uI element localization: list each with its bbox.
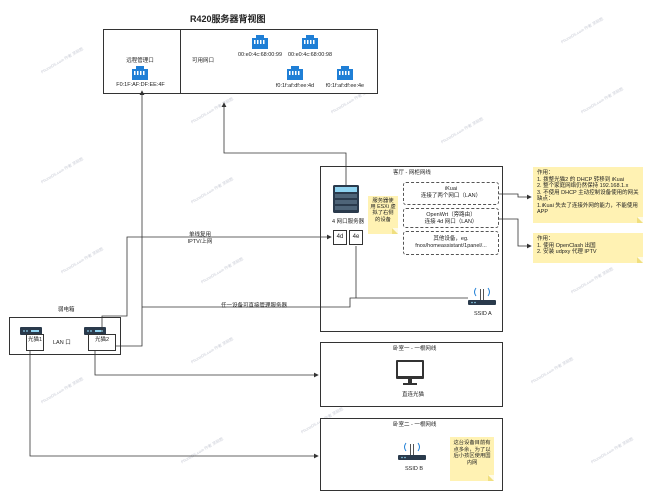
line-server-to-ports [221, 102, 347, 185]
vm-other: 其他设备，eg. fnos/homeassistant/1panel/... [403, 231, 499, 255]
modem1-port: 光猫1 [26, 334, 44, 351]
server-esxi-note-text: 服务器使用 ESXi 虚拟了右侧的设备 [370, 198, 396, 223]
note-ikuai-line-5: 缺点： [537, 196, 554, 202]
port-4d: 4d [333, 230, 347, 245]
vm-other-name: 其他设备，eg. [433, 236, 469, 242]
line-lan-to-mgmt [116, 90, 145, 347]
port-mac-1: 00:e0:4c:68:00:99 [237, 52, 283, 58]
bedroom2-note-text: 这台设备目前有点多余，为了以后小孩区使用国内网 [453, 440, 491, 466]
vm-other-desc: fnos/homeassistant/1panel/... [415, 243, 487, 249]
bedroom2-note: 这台设备目前有点多余，为了以后小孩区使用国内网 [450, 437, 494, 481]
port-icon-4 [337, 66, 353, 85]
port-icon-1 [252, 35, 268, 54]
iptv-label-1: 单线复用 [188, 232, 211, 238]
vm-openwrt-name: OpenWrt（旁路由） [426, 212, 476, 218]
modem2-port: 光猫2 [88, 334, 116, 351]
bedroom2-title: 卧室二 - 一根网线 [393, 422, 437, 428]
port-mac-2: 00:e0:4c:68:00:98 [287, 52, 333, 58]
bedroom1-device-label: 直连光猫 [402, 392, 425, 398]
line-modem1-to-bedroom2 [29, 351, 319, 459]
note-ikuai-line-1: 作用： [537, 170, 554, 176]
port-icon-2 [302, 35, 318, 54]
ssid-a-label: SSID A [474, 311, 492, 317]
lan-port-label: LAN 口 [53, 340, 71, 346]
diagram-title: R420服务器背视图 [190, 14, 266, 24]
note-ikuai-line-4: 3. 不使用 DHCP 主动控制设备使用的网关 [537, 189, 639, 196]
living-room-title: 客厅 - 网柜网线 [393, 170, 431, 176]
server-esxi-note: 服务器使用 ESXi 虚拟了右侧的设备 [368, 196, 398, 234]
vm-ikuai-desc: 连接了两个网口（LAN） [420, 193, 482, 199]
ap-a-icon [467, 285, 497, 314]
note-openwrt-line-1: 作用： [537, 236, 554, 242]
line-modem2-to-4d [101, 234, 332, 334]
panel-divider [180, 30, 181, 93]
mgmt-ethernet-icon [132, 66, 148, 85]
modem1-icon [20, 322, 42, 340]
iptv-label-2: IPTV/上网 [187, 239, 213, 245]
available-ports-label: 可用网口 [192, 58, 215, 64]
ssid-b-label: SSID B [405, 466, 424, 472]
vm-openwrt: OpenWrt（旁路由） 连接 4d 网口（LAN） [403, 208, 499, 228]
port-icon-3 [287, 66, 303, 85]
server-label: 4 网口服务器 [332, 219, 365, 225]
note-openwrt: 作用： 1. 使用 OpenClash 出国 2. 安装 udpxy 代理 IP… [533, 233, 643, 263]
server-icon [333, 185, 359, 218]
vm-openwrt-desc: 连接 4d 网口（LAN） [424, 219, 478, 225]
any-device-label: 任一设备可直接管理服务器 [220, 303, 289, 310]
modem2-icon [84, 322, 106, 340]
note-ikuai-line-7: APP [537, 209, 549, 215]
line-ikuai-to-note [499, 193, 532, 200]
note-ikuai: 作用： 1. 拨整光猫2 的 DHCP 转移到 iKuai 2. 整个家庭网络仍… [533, 167, 643, 223]
line-openwrt-to-note [499, 218, 532, 249]
ap-b-icon [397, 440, 427, 469]
note-ikuai-line-6: 1.iKuai 失去了连接外网的能力，不能使用 [537, 202, 638, 209]
line-modem2-to-bedroom1 [94, 351, 319, 378]
line-any-device [142, 297, 468, 308]
mgmt-mac: F0:1F:AF:DF:EE:4F [116, 82, 165, 88]
monitor-icon [396, 360, 424, 391]
server-rear-panel [103, 29, 378, 94]
bedroom1-title: 卧室一 - 一根网线 [393, 346, 437, 352]
note-openwrt-line-3: 2. 安装 udpxy 代理 IPTV [537, 249, 597, 255]
note-ikuai-line-2: 1. 拨整光猫2 的 DHCP 转移到 iKuai [537, 176, 625, 183]
vm-ikuai: iKuai 连接了两个网口（LAN） [403, 182, 499, 205]
vm-ikuai-name: iKuai [444, 186, 458, 192]
port-mac-4: f0:1f:af:df:ee:4e [325, 83, 365, 89]
port-mac-3: f0:1f:af:df:ee:4d [275, 83, 315, 89]
mgmt-port-label: 远程管理口 [126, 58, 154, 64]
note-openwrt-line-2: 1. 使用 OpenClash 出国 [537, 242, 596, 249]
note-ikuai-line-3: 2. 整个家庭网络仍然保持 192.168.1.x [537, 183, 629, 189]
weak-box-title: 弱电箱 [58, 307, 75, 313]
port-4e: 4e [349, 230, 363, 245]
